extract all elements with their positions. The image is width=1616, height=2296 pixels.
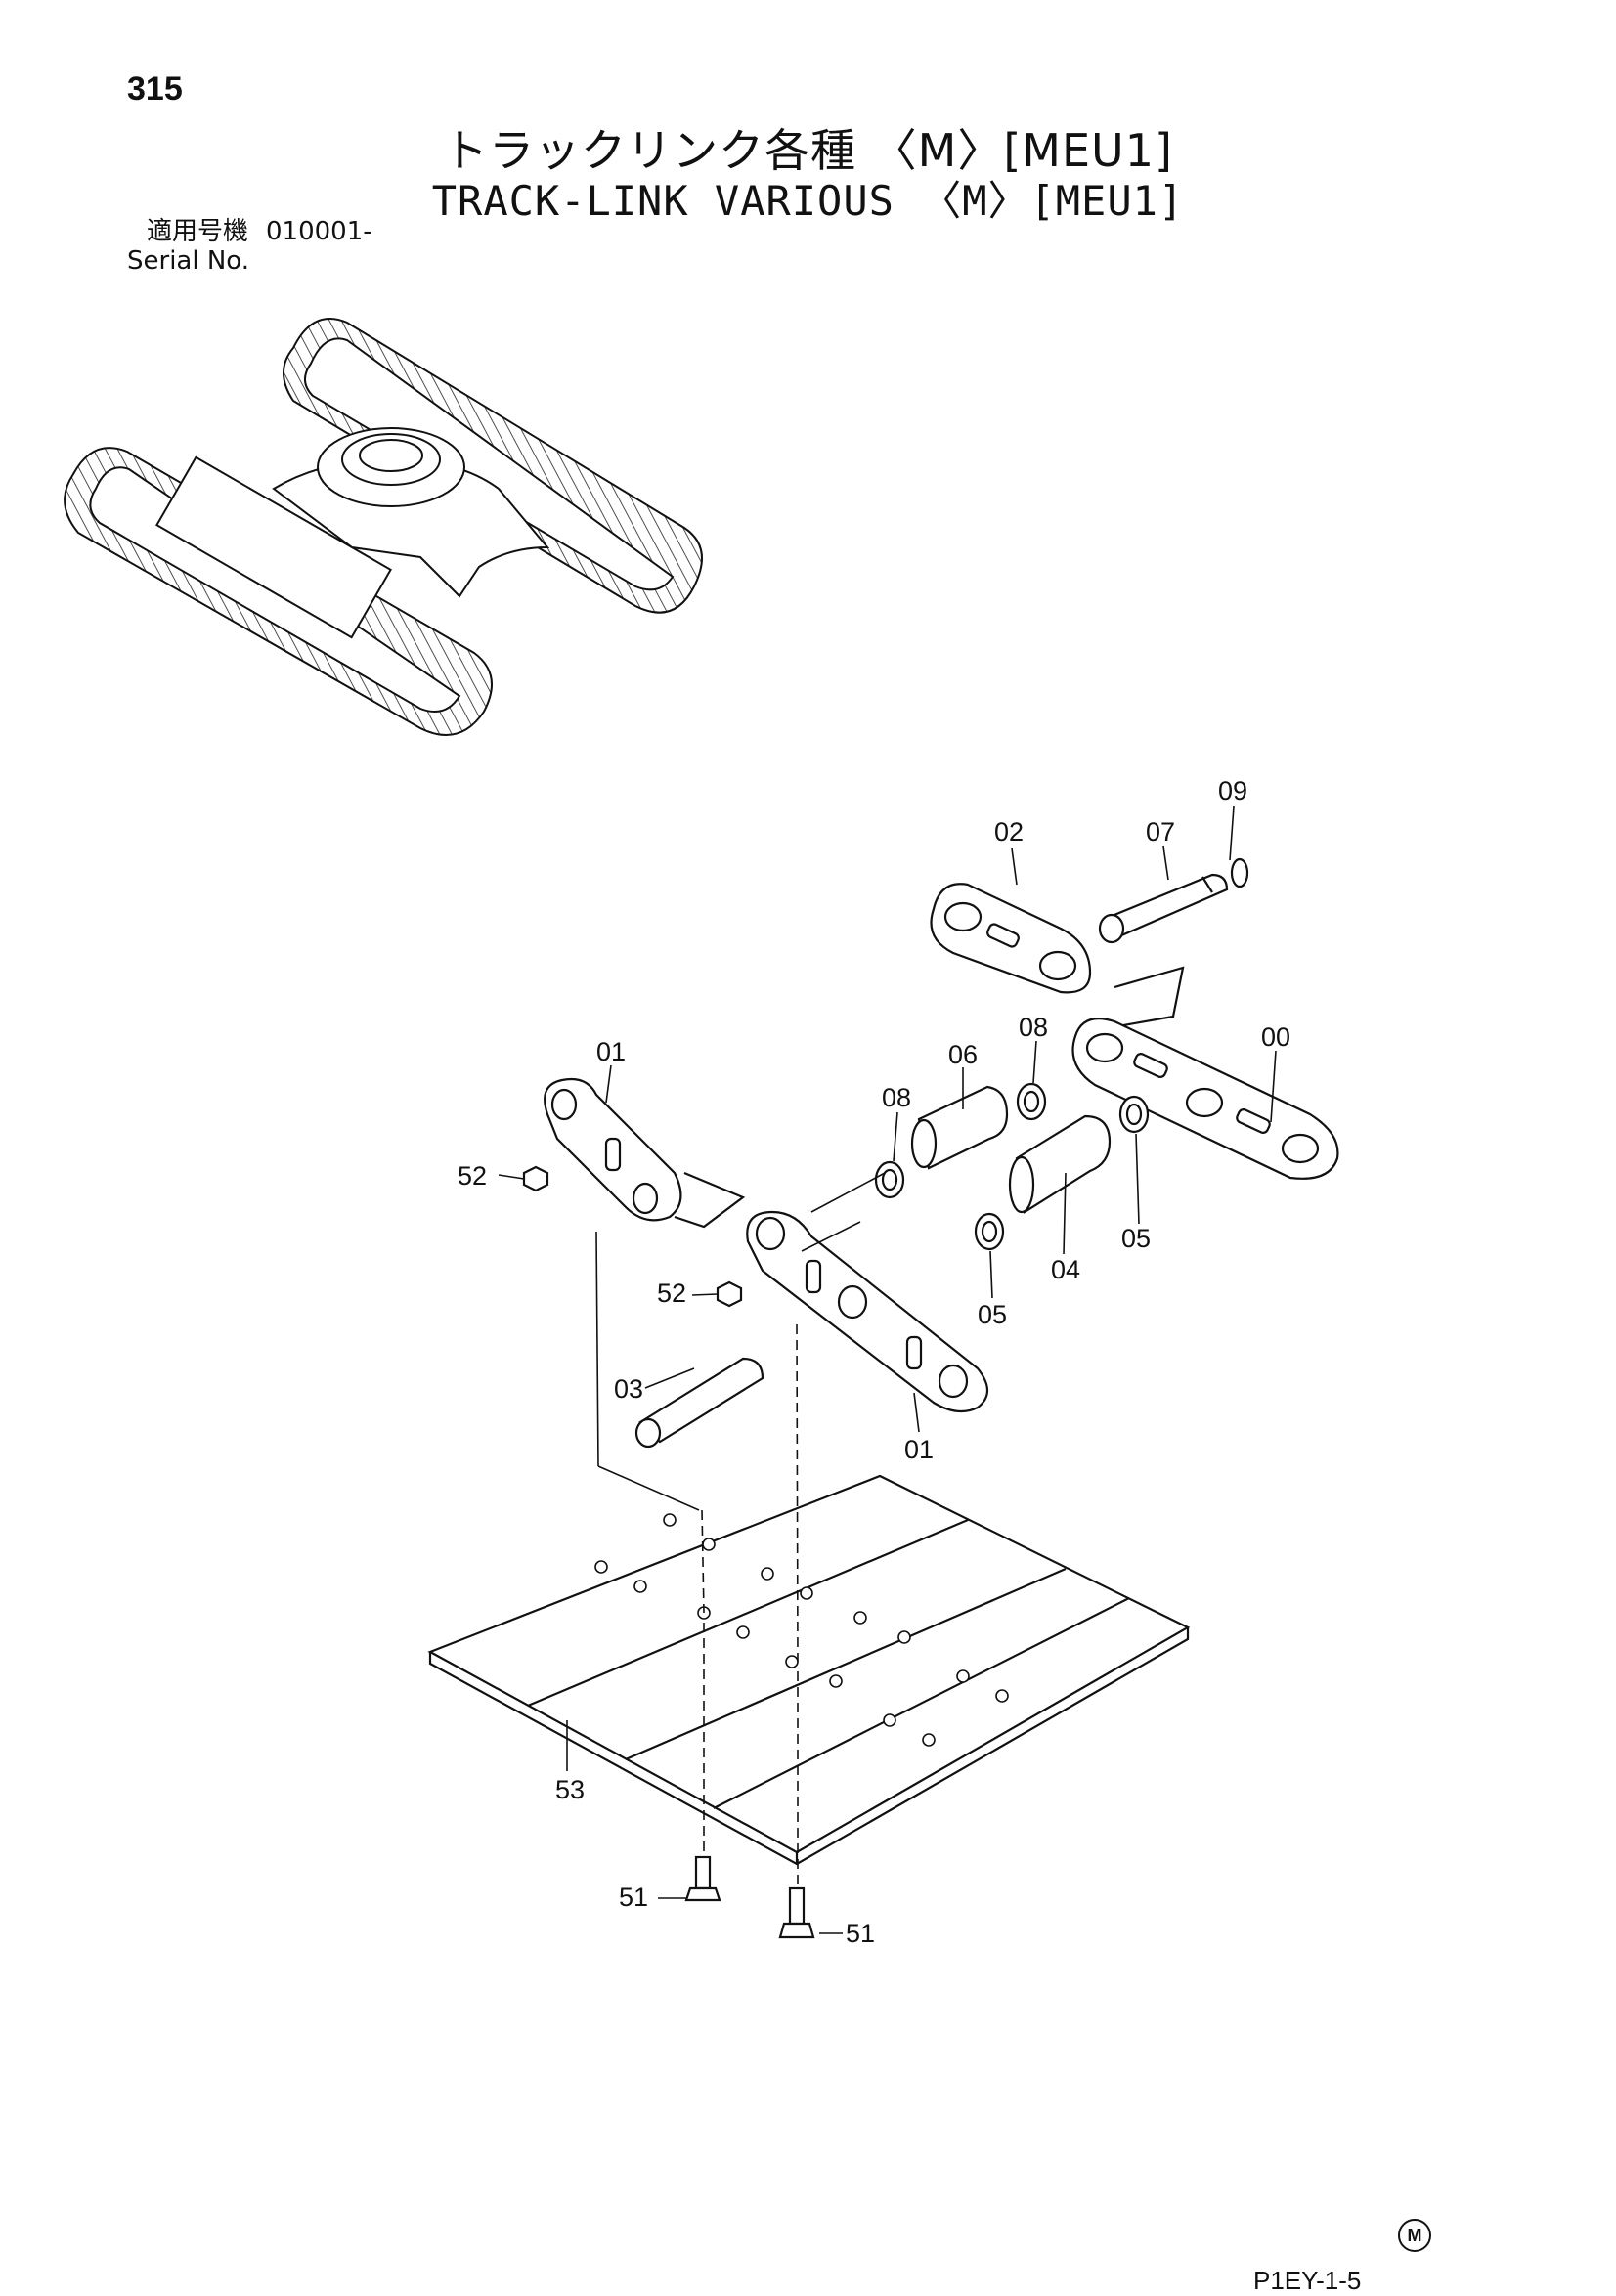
- crawler-track-front: [64, 447, 493, 736]
- callout-labels: 09 02 07 08 00 01 06 08 52 05 04 52 05 0…: [458, 776, 1290, 1948]
- serial-number-block: 適用号機 010001- Serial No.: [127, 217, 372, 276]
- link-01-upper: [544, 1077, 682, 1222]
- page-title-japanese: トラックリンク各種 〈M〉[MEU1]: [443, 124, 1173, 177]
- drawing-code: P1EY-1-5: [1253, 2266, 1362, 2295]
- callout-05-right: 05: [1121, 1224, 1151, 1253]
- serial-label-japanese: 適用号機: [147, 217, 249, 246]
- link-00: [1071, 1018, 1339, 1180]
- callout-01-upper: 01: [596, 1037, 626, 1066]
- callout-05-left: 05: [978, 1300, 1007, 1329]
- link-02: [930, 883, 1092, 994]
- seal-05-left: [974, 1212, 1005, 1251]
- link-01-lower: [746, 1210, 989, 1413]
- track-link-assembly: [427, 805, 1339, 1939]
- callout-51-left: 51: [619, 1883, 648, 1912]
- seal-08-right: [1016, 1082, 1047, 1121]
- pin-03: [634, 1357, 764, 1449]
- callout-00: 00: [1261, 1022, 1290, 1052]
- callout-01-lower: 01: [904, 1435, 934, 1464]
- bushing-04: [1008, 1114, 1112, 1214]
- callout-07: 07: [1146, 817, 1175, 846]
- nut-52-upper: [522, 1165, 549, 1192]
- callout-02: 02: [994, 817, 1024, 846]
- callout-51-right: 51: [846, 1919, 875, 1948]
- snap-ring-09: [1230, 857, 1249, 888]
- crawler-track-rear: [283, 318, 703, 614]
- page-number: 315: [127, 70, 183, 108]
- callout-09: 09: [1218, 776, 1247, 805]
- serial-label-english: Serial No.: [127, 246, 249, 276]
- seal-05-right: [1118, 1095, 1150, 1134]
- leader-lines: [498, 805, 1277, 1934]
- callout-06: 06: [948, 1040, 978, 1069]
- callout-52-lower: 52: [657, 1278, 686, 1308]
- bushing-06: [910, 1085, 1009, 1170]
- callout-52-upper: 52: [458, 1161, 487, 1191]
- mating-outline-upper: [1089, 966, 1185, 1033]
- seal-08-left: [874, 1160, 905, 1199]
- page-title-english: TRACK-LINK VARIOUS 〈M〉[MEU1]: [431, 177, 1185, 225]
- callout-04: 04: [1051, 1255, 1080, 1284]
- callout-08-upper: 08: [1019, 1013, 1048, 1042]
- callout-53: 53: [555, 1775, 585, 1804]
- manufacturer-mark: M: [1398, 2219, 1431, 2252]
- callout-03: 03: [614, 1374, 643, 1404]
- pin-07: [1098, 873, 1229, 944]
- nut-52-lower: [716, 1280, 743, 1308]
- undercarriage-overview: [64, 318, 703, 736]
- bolt-51-right: [778, 1886, 815, 1939]
- bolt-51-left: [684, 1855, 721, 1902]
- track-frame: [272, 427, 550, 598]
- serial-value: 010001-: [266, 217, 372, 246]
- shoe-53: [427, 1474, 1191, 1866]
- callout-08-lower: 08: [882, 1083, 911, 1112]
- mating-outline-lower: [674, 1171, 746, 1229]
